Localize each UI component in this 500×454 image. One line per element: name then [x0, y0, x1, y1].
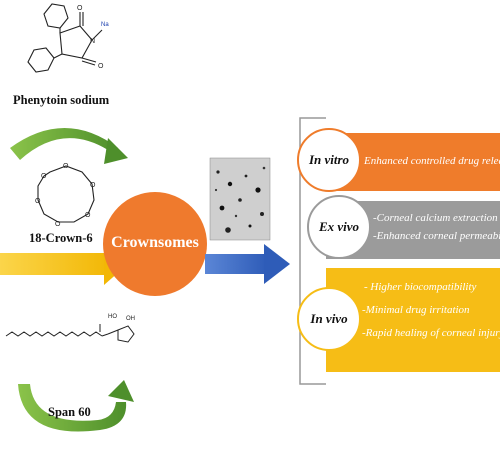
label-span: Span 60 [48, 405, 91, 419]
crownsomes-circle [103, 192, 207, 296]
ex-vivo-line-1: -Corneal calcium extraction [373, 212, 498, 224]
svg-text:O: O [35, 198, 41, 205]
span60-structure [5, 324, 135, 343]
in-vivo-line-1: - Higher biocompatibility [364, 281, 477, 293]
tem-micrograph [209, 157, 271, 241]
span-atom-ho: HO [108, 314, 117, 320]
blue-arrow [205, 244, 290, 284]
green-arrow-bottom [18, 380, 134, 432]
phenytoin-structure [27, 3, 103, 73]
green-arrow-top [10, 128, 128, 164]
svg-text:O: O [63, 163, 69, 170]
label-center: Crownsomes [111, 234, 199, 251]
in-vivo-line-2: -Minimal drug irritation [362, 304, 470, 316]
title-in-vitro: In vitro [308, 152, 350, 167]
title-in-vivo: In vivo [310, 311, 348, 326]
label-phenytoin: Phenytoin sodium [13, 93, 110, 107]
outcomes-bracket [299, 117, 326, 385]
ex-vivo-line-2: -Enhanced corneal permeability [373, 230, 500, 242]
atom-o-right: O [98, 63, 104, 70]
in-vivo-line-3: -Rapid healing of corneal injury [362, 327, 500, 339]
svg-text:O: O [85, 212, 91, 219]
svg-text:O: O [41, 173, 47, 180]
atom-na: Na [101, 22, 109, 28]
span-atom-oh: OH [126, 316, 135, 322]
in-vitro-line-1: Enhanced controlled drug release [364, 155, 500, 167]
circle-in-vitro [297, 128, 361, 192]
title-ex-vivo: Ex vivo [318, 219, 360, 234]
svg-text:O: O [90, 182, 96, 189]
circle-ex-vivo [307, 195, 371, 259]
crown-oxygens: O O O O O O [35, 163, 96, 228]
atom-o-top: O [77, 5, 83, 12]
crown-ether-structure [37, 165, 95, 223]
label-crown: 18-Crown-6 [29, 231, 93, 245]
circle-in-vivo [297, 287, 361, 351]
atom-n-right: N [90, 38, 95, 45]
svg-text:O: O [55, 221, 61, 228]
